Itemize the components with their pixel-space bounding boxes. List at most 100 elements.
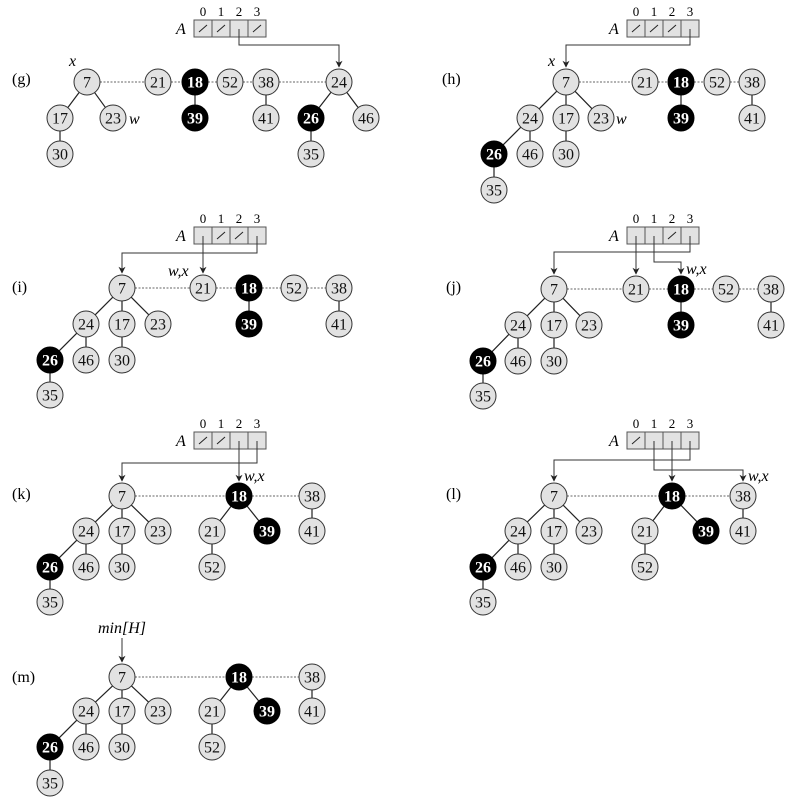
- pointer-arrow: [550, 236, 691, 275]
- node-key: 30: [114, 740, 130, 757]
- node-key: 39: [698, 524, 714, 541]
- tree-edge: [67, 92, 80, 108]
- node-key: 30: [114, 560, 130, 577]
- heap-node: 35: [469, 382, 497, 410]
- heap-node: 18: [225, 663, 253, 691]
- node-key: 30: [546, 560, 562, 577]
- node-circle: [144, 68, 172, 96]
- marked-node-circle: [469, 347, 497, 375]
- heap-node: 18: [658, 482, 686, 510]
- node-circle: [480, 176, 508, 204]
- node-circle: [622, 275, 650, 303]
- marked-node-circle: [225, 663, 253, 691]
- pointer-annotation: w,x: [168, 263, 189, 280]
- node-key: 39: [187, 111, 203, 128]
- array-index: 0: [200, 416, 207, 431]
- marked-node-circle: [235, 310, 263, 338]
- node-key: 18: [673, 75, 689, 92]
- heap-node: 46: [516, 140, 544, 168]
- heap-node: 35: [469, 588, 497, 616]
- node-key: 21: [637, 524, 653, 541]
- node-circle: [352, 104, 380, 132]
- heap-node: 26: [36, 733, 64, 761]
- node-key: 26: [42, 353, 58, 370]
- panel-label: (i): [12, 279, 27, 296]
- node-circle: [325, 274, 353, 302]
- heap-node: 41: [252, 104, 280, 132]
- heap-node: 30: [46, 140, 74, 168]
- node-circle: [504, 311, 532, 339]
- node-circle: [189, 274, 217, 302]
- node-circle: [552, 140, 580, 168]
- node-key: 39: [673, 111, 689, 128]
- node-circle: [198, 517, 226, 545]
- node-circle: [325, 68, 353, 96]
- heap-node: 17: [552, 104, 580, 132]
- array-index: 2: [669, 4, 676, 19]
- panel-label: (g): [12, 71, 31, 88]
- tree-edge: [538, 90, 558, 110]
- node-key: 7: [550, 282, 558, 299]
- node-key: 46: [358, 111, 374, 128]
- node-key: 7: [83, 75, 91, 92]
- heap-node: 18: [235, 274, 263, 302]
- array-index: 3: [254, 4, 261, 19]
- tree-edge: [219, 505, 232, 522]
- node-key: 17: [546, 524, 562, 541]
- heap-node: 41: [298, 517, 326, 545]
- tree-edge: [526, 297, 546, 317]
- node-circle: [73, 68, 101, 96]
- node-key: 38: [763, 282, 779, 299]
- array-name: A: [175, 21, 186, 38]
- panel-label: (m): [12, 669, 35, 686]
- node-circle: [144, 310, 172, 338]
- nil-slash-icon: [216, 436, 226, 445]
- node-circle: [552, 104, 580, 132]
- node-key: 23: [581, 524, 597, 541]
- node-circle: [575, 311, 603, 339]
- array-index: 0: [633, 4, 640, 19]
- array-index: 2: [236, 416, 243, 431]
- node-circle: [552, 68, 580, 96]
- heap-node: 52: [631, 553, 659, 581]
- node-key: 17: [114, 704, 130, 721]
- tree-edge: [680, 504, 698, 523]
- nil-slash-icon: [216, 24, 226, 33]
- heap-node: 24: [504, 517, 532, 545]
- node-key: 7: [562, 75, 570, 92]
- array-index: 2: [669, 211, 676, 226]
- node-key: 46: [510, 354, 526, 371]
- node-circle: [216, 68, 244, 96]
- heap-node: 24: [516, 104, 544, 132]
- heap-node: 21: [198, 517, 226, 545]
- heap-node: 52: [712, 275, 740, 303]
- heap-node: 46: [504, 347, 532, 375]
- array-index: 0: [633, 416, 640, 431]
- node-key: 52: [204, 560, 220, 577]
- marked-node-circle: [667, 68, 695, 96]
- heap-node: 52: [216, 68, 244, 96]
- node-circle: [252, 68, 280, 96]
- node-key: 21: [628, 282, 644, 299]
- marked-node-circle: [253, 697, 281, 725]
- node-circle: [504, 553, 532, 581]
- node-circle: [540, 347, 568, 375]
- nil-slash-icon: [667, 231, 677, 240]
- node-key: 26: [42, 740, 58, 757]
- heap-node: 46: [504, 553, 532, 581]
- node-circle: [99, 104, 127, 132]
- marked-node-circle: [36, 553, 64, 581]
- node-key: 21: [195, 281, 211, 298]
- node-circle: [108, 733, 136, 761]
- node-key: 17: [52, 111, 68, 128]
- node-key: 35: [42, 776, 58, 793]
- node-circle: [757, 275, 785, 303]
- node-key: 7: [118, 281, 126, 298]
- node-key: 39: [673, 318, 689, 335]
- heap-node: 17: [46, 104, 74, 132]
- heap-node: 35: [480, 176, 508, 204]
- heap-node: 24: [72, 517, 100, 545]
- node-key: 21: [150, 75, 166, 92]
